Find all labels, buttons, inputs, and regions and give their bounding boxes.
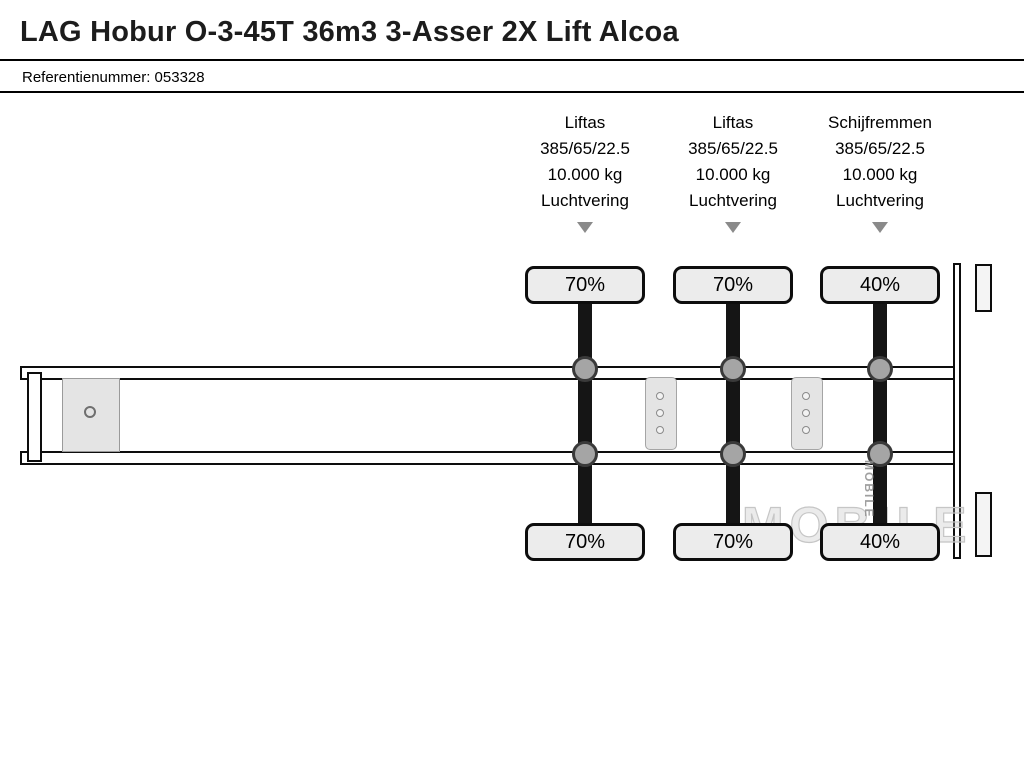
axle-capacity-label: 10.000 kg xyxy=(547,165,623,184)
bolt-dot xyxy=(656,409,664,417)
bolt-dot xyxy=(656,426,664,434)
axle-type-label: Liftas xyxy=(712,113,754,132)
page-title: LAG Hobur O-3-45T 36m3 3-Asser 2X Lift A… xyxy=(20,16,679,48)
axle-group-2: Liftas 385/65/22.5 10.000 kg Luchtvering… xyxy=(643,110,823,570)
load-percentage-top: 70% xyxy=(673,266,793,304)
load-percentage-bottom: 70% xyxy=(525,523,645,561)
down-triangle-icon xyxy=(577,222,593,233)
load-percentage-top: 70% xyxy=(525,266,645,304)
wheel-hub-bottom xyxy=(867,441,893,467)
rear-frame-upright xyxy=(953,263,961,559)
bolt-dot xyxy=(802,392,810,400)
axle-tyre-size-label: 385/65/22.5 xyxy=(835,139,925,158)
wheel-hub-bottom xyxy=(572,441,598,467)
axle-suspension-label: Luchtvering xyxy=(836,191,924,210)
axle-group-3: Schijfremmen 385/65/22.5 10.000 kg Lucht… xyxy=(790,110,970,570)
crossmember-plate-1 xyxy=(645,377,677,450)
load-percentage-bottom: 40% xyxy=(820,523,940,561)
wheel-hub-bottom xyxy=(720,441,746,467)
rear-bumper-bottom xyxy=(975,492,992,557)
bolt-dot xyxy=(656,392,664,400)
crossmember-plate-2 xyxy=(791,377,823,450)
axle-tyre-size-label: 385/65/22.5 xyxy=(688,139,778,158)
title-divider xyxy=(0,59,1024,61)
wheel-hub-top xyxy=(572,356,598,382)
bolt-dot xyxy=(802,426,810,434)
axle-group-1: Liftas 385/65/22.5 10.000 kg Luchtvering… xyxy=(495,110,675,570)
chassis-rail-bottom xyxy=(20,451,958,465)
load-percentage-bottom: 70% xyxy=(673,523,793,561)
axle-type-label: Schijfremmen xyxy=(828,113,932,132)
rear-bumper-top xyxy=(975,264,992,312)
axle-suspension-label: Luchtvering xyxy=(541,191,629,210)
axle-bar xyxy=(726,300,740,530)
down-triangle-icon xyxy=(872,222,888,233)
kingpin-hole xyxy=(84,406,96,418)
wheel-hub-top xyxy=(720,356,746,382)
chassis-front-plate xyxy=(27,372,42,462)
axle-suspension-label: Luchtvering xyxy=(689,191,777,210)
axle-capacity-label: 10.000 kg xyxy=(695,165,771,184)
down-triangle-icon xyxy=(725,222,741,233)
axle-capacity-label: 10.000 kg xyxy=(842,165,918,184)
axle-type-label: Liftas xyxy=(564,113,606,132)
wheel-hub-top xyxy=(867,356,893,382)
bolt-dot xyxy=(802,409,810,417)
watermark-vertical: MOBILE xyxy=(862,460,876,519)
axle-bar xyxy=(578,300,592,530)
axle-tyre-size-label: 385/65/22.5 xyxy=(540,139,630,158)
load-percentage-top: 40% xyxy=(820,266,940,304)
reference-number: Referentienummer: 053328 xyxy=(22,69,205,86)
reference-divider xyxy=(0,91,1024,93)
